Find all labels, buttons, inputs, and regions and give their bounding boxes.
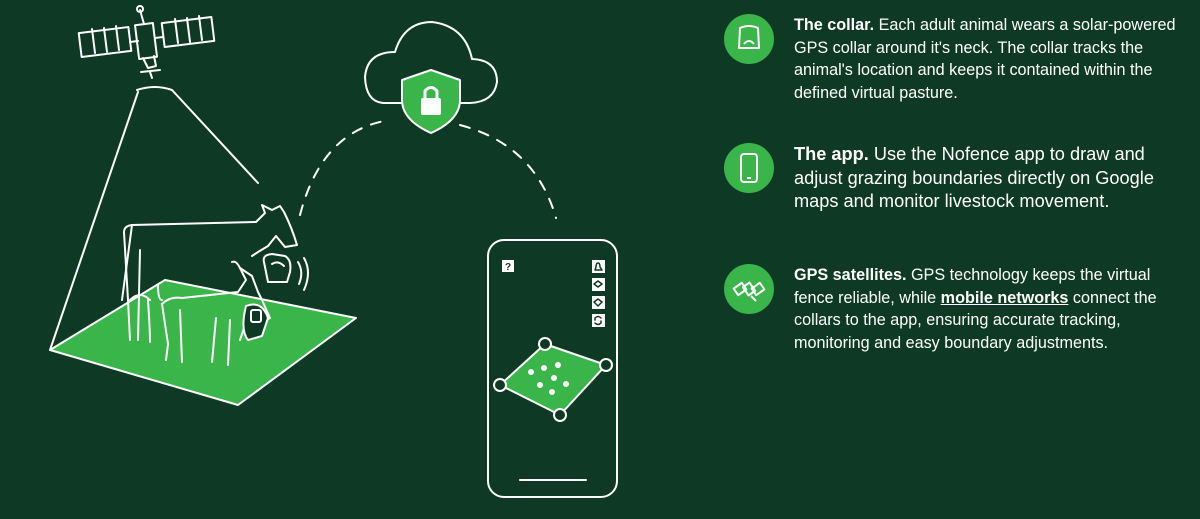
illustration: ? — [49, 5, 618, 498]
cloud-icon — [364, 21, 498, 104]
feature-collar-body: Each adult animal wears a solar-powered … — [794, 16, 1176, 102]
feature-app-title: The app. — [794, 144, 869, 164]
phone-icon — [724, 143, 774, 193]
satellite-icon — [724, 264, 774, 314]
satellite-icon — [77, 5, 216, 91]
feature-app-text: The app. Use the Nofence app to draw and… — [794, 143, 1189, 214]
mobile-networks-link[interactable]: mobile networks — [940, 288, 1069, 307]
pasture-area — [49, 279, 357, 406]
collar-icon — [724, 14, 774, 64]
map-boundary — [493, 337, 613, 422]
feature-collar-title: The collar. — [794, 16, 875, 34]
cow-icon — [121, 204, 298, 343]
feature-app-body: Use the Nofence app to draw and adjust g… — [794, 144, 1154, 211]
phone-icon: ? — [487, 239, 618, 498]
svg-text:?: ? — [505, 262, 511, 273]
collar-icon — [262, 253, 309, 291]
feature-gps-body-1: GPS technology keeps the virtual fence r… — [794, 266, 1151, 307]
feature-gps-title: GPS satellites. — [794, 266, 907, 284]
feature-collar-text: The collar. Each adult animal wears a so… — [794, 14, 1189, 104]
feature-gps-text: GPS satellites. GPS technology keeps the… — [794, 264, 1189, 354]
feature-gps-body-2: connect the collars to the app, ensuring… — [794, 288, 1157, 352]
dashed-connection-left — [299, 119, 391, 216]
feature-list: The collar. Each adult animal wears a so… — [724, 0, 1194, 519]
dashed-connection-right — [459, 124, 557, 219]
goat-icon — [161, 260, 271, 366]
shield-lock-icon — [401, 69, 461, 134]
satellite-beam — [49, 89, 259, 351]
